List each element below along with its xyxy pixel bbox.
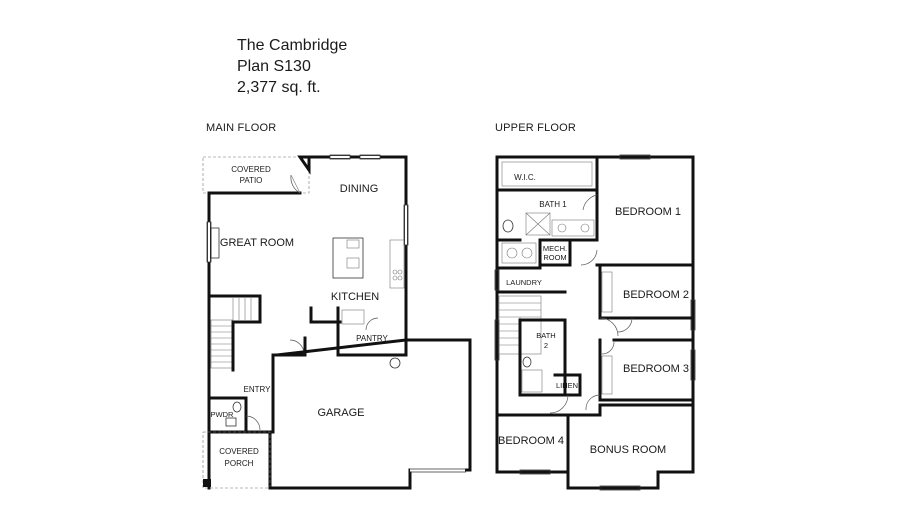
laundry-label: LAUNDRY — [506, 278, 542, 287]
bedroom3-label: BEDROOM 3 — [623, 363, 689, 375]
entry-label: ENTRY — [244, 385, 272, 394]
covered-porch-label-2: PORCH — [225, 459, 254, 468]
garage-label: GARAGE — [317, 407, 364, 419]
bath2-label-1: BATH — [536, 331, 555, 340]
square-footage: 2,377 sq. ft. — [237, 79, 321, 96]
covered-porch-outline — [202, 431, 271, 489]
plan-number: Plan S130 — [237, 58, 311, 75]
upper-floor-outer-wall — [495, 155, 695, 474]
dining-label: DINING — [340, 183, 379, 195]
covered-patio-outline — [202, 156, 310, 194]
bedroom1-label: BEDROOM 1 — [615, 206, 681, 218]
covered-patio-label-1: COVERED — [231, 165, 271, 174]
pantry-label: PANTRY — [356, 334, 388, 343]
powder-room-label: PWDR — [211, 410, 234, 419]
covered-patio-label-2: PATIO — [240, 176, 263, 185]
plan-name: The Cambridge — [237, 37, 348, 54]
upper-floor-plan: W.I.C. BATH 1 BEDROOM 1 MECH. ROOM LAUND… — [494, 154, 696, 491]
garage-walls — [268, 338, 472, 490]
mech-room-label-1: MECH. — [543, 244, 567, 253]
sink-icon — [346, 239, 360, 249]
kitchen-label: KITCHEN — [331, 291, 379, 303]
covered-porch-label-1: COVERED — [219, 447, 259, 456]
bonus-room-label: BONUS ROOM — [590, 444, 666, 456]
kitchen-island — [332, 237, 364, 279]
linen-label: LINEN — [556, 381, 578, 390]
main-floor-plan: COVERED PATIO DINING GREAT ROOM KITCHEN … — [202, 154, 472, 490]
main-floor-label: MAIN FLOOR — [206, 122, 277, 134]
bedroom4-label: BEDROOM 4 — [498, 435, 564, 447]
wic-label: W.I.C. — [514, 173, 536, 182]
upper-floor-label: UPPER FLOOR — [495, 122, 577, 134]
great-room-label: GREAT ROOM — [220, 237, 294, 249]
bath1-label: BATH 1 — [539, 200, 567, 209]
kitchen-counter — [389, 239, 405, 289]
fireplace-icon — [210, 227, 220, 259]
bath2-label-2: 2 — [544, 341, 548, 350]
water-heater-icon — [389, 357, 401, 369]
mech-room-label-2: ROOM — [543, 253, 566, 262]
bedroom2-label: BEDROOM 2 — [623, 289, 689, 301]
main-floor-top-wall — [297, 155, 408, 322]
